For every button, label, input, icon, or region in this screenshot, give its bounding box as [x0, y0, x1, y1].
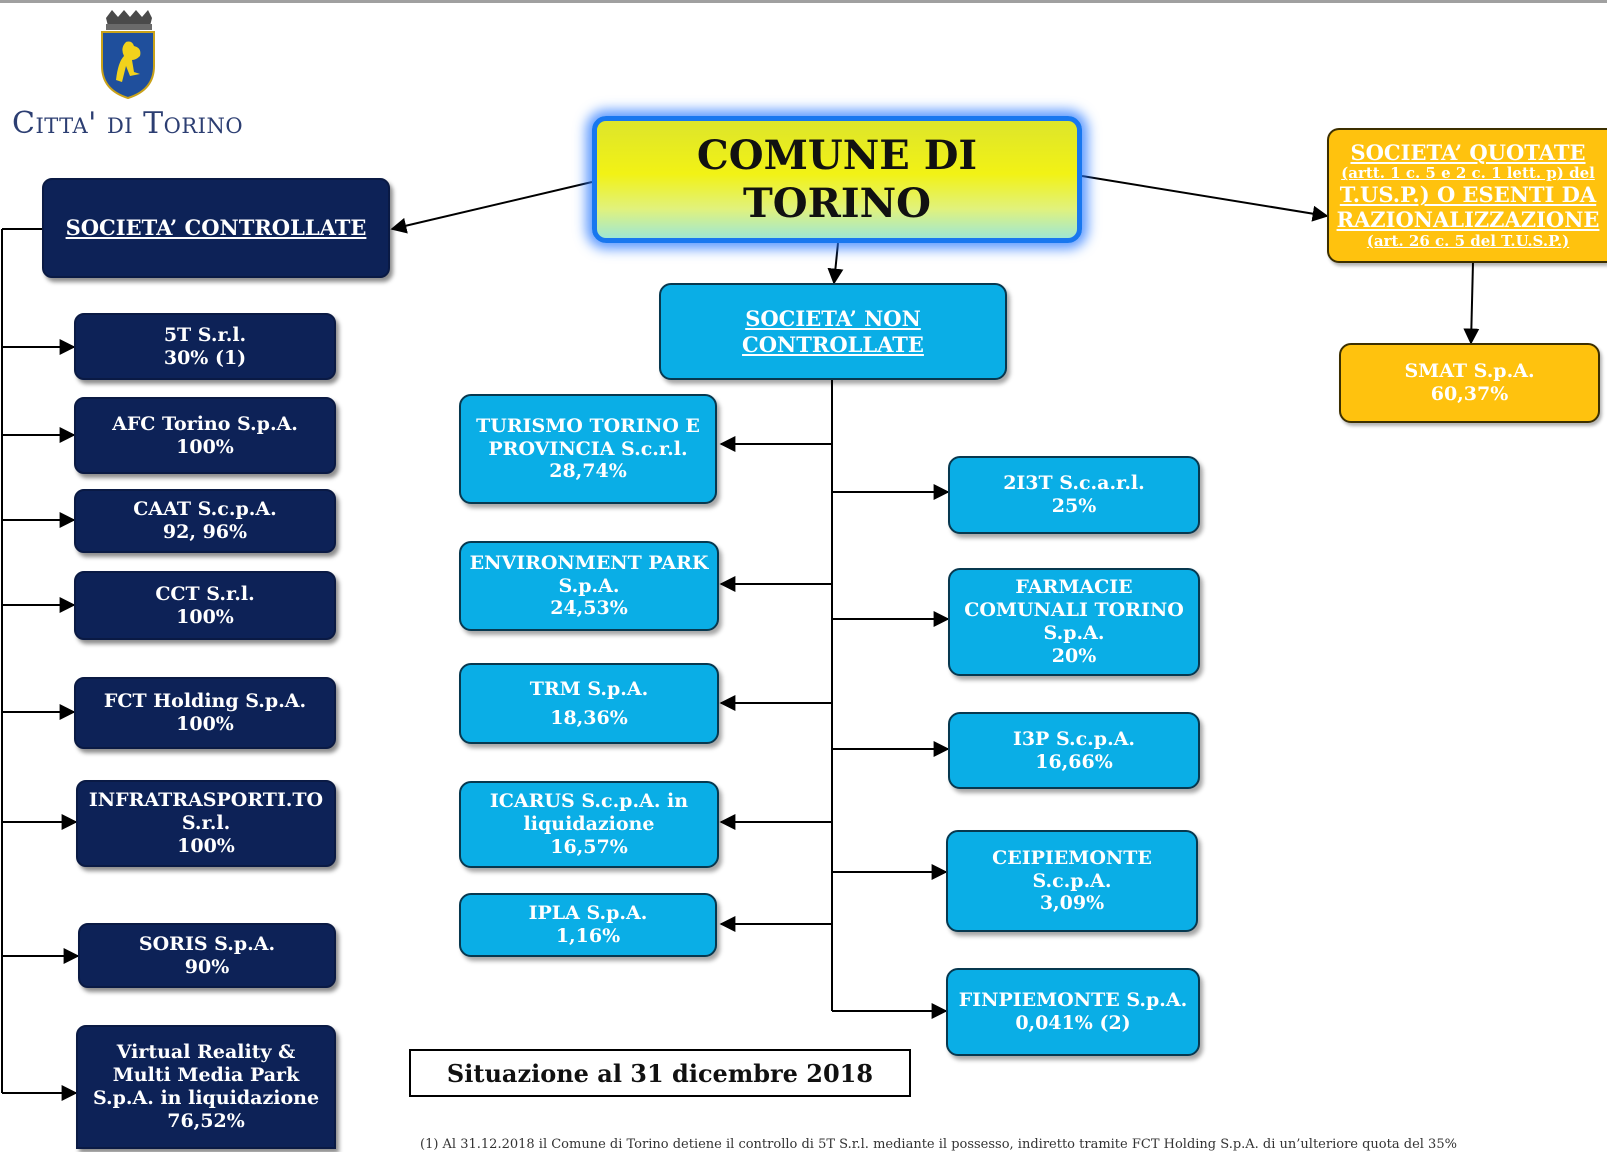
- controllate-item: FCT Holding S.p.A. 100%: [74, 677, 336, 749]
- company-share: 28,74%: [549, 460, 627, 483]
- company-name: TURISMO TORINO E PROVINCIA S.c.r.l.: [476, 414, 700, 460]
- quotate-title-line1: SOCIETA’ QUOTATE: [1350, 139, 1586, 165]
- non-controllate-title-line1: SOCIETA’ NON: [745, 306, 921, 332]
- company-share: 25%: [1051, 495, 1097, 517]
- company-share: 16,57%: [550, 835, 628, 858]
- company-name: TRM S.p.A.: [529, 677, 649, 700]
- company-share: 3,09%: [1039, 892, 1105, 915]
- company-share: 100%: [177, 834, 235, 857]
- controllate-title: SOCIETA’ CONTROLLATE: [65, 215, 367, 241]
- footnote-text: (1) Al 31.12.2018 il Comune di Torino de…: [420, 1137, 1457, 1152]
- controllate-item: CCT S.r.l. 100%: [74, 571, 336, 640]
- company-name: CAAT S.c.p.A.: [133, 498, 277, 521]
- company-name: ICARUS S.c.p.A. in liquidazione: [489, 790, 689, 836]
- company-name: ENVIRONMENT PARK S.p.A.: [469, 551, 709, 597]
- company-share: 90%: [184, 955, 230, 978]
- quotate-title-line5: (art. 26 c. 5 del T.U.S.P.): [1366, 231, 1570, 250]
- city-name-logo-text: Citta' di Torino: [12, 106, 244, 141]
- main-title-line2: TORINO: [743, 179, 931, 227]
- non-controllate-item: FARMACIE COMUNALI TORINO S.p.A. 20%: [948, 568, 1200, 676]
- quotate-title-line4: RAZIONALIZZAZIONE: [1336, 206, 1600, 232]
- non-controllate-title-line2: CONTROLLATE: [742, 331, 924, 357]
- non-controllate-item: TURISMO TORINO E PROVINCIA S.c.r.l. 28,7…: [459, 394, 717, 504]
- company-name: SORIS S.p.A.: [138, 932, 276, 955]
- company-name: INFRATRASPORTI.TO S.r.l.: [88, 789, 324, 835]
- company-name: IPLA S.p.A.: [528, 902, 648, 925]
- company-name: I3P S.c.p.A.: [1012, 727, 1136, 750]
- quotate-item: SMAT S.p.A. 60,37%: [1339, 343, 1600, 423]
- company-share: 24,53%: [550, 597, 628, 620]
- top-border-line: [0, 0, 1607, 3]
- company-share: 100%: [176, 605, 234, 628]
- status-date-label: Situazione al 31 dicembre 2018: [409, 1049, 911, 1097]
- company-share: 20%: [1051, 644, 1097, 667]
- company-name: CCT S.r.l.: [155, 582, 255, 605]
- company-name: 2I3T S.c.a.r.l.: [1003, 472, 1145, 495]
- company-share: 18,36%: [550, 706, 628, 729]
- non-controllate-item: 2I3T S.c.a.r.l. 25%: [948, 456, 1200, 534]
- company-name: FARMACIE COMUNALI TORINO S.p.A.: [964, 576, 1184, 644]
- coat-of-arms-icon: [101, 10, 155, 100]
- controllate-item: AFC Torino S.p.A. 100%: [74, 397, 336, 474]
- company-name: Virtual Reality & Multi Media Park S.p.A…: [92, 1041, 320, 1109]
- company-share: 16,66%: [1035, 750, 1113, 773]
- non-controllate-item: ENVIRONMENT PARK S.p.A. 24,53%: [459, 541, 719, 631]
- non-controllate-item: ICARUS S.c.p.A. in liquidazione 16,57%: [459, 781, 719, 868]
- controllate-item: SORIS S.p.A. 90%: [78, 923, 336, 988]
- non-controllate-header-node: SOCIETA’ NON CONTROLLATE: [659, 283, 1007, 380]
- non-controllate-item: FINPIEMONTE S.p.A. 0,041% (2): [946, 968, 1200, 1056]
- company-name: SMAT S.p.A.: [1404, 360, 1535, 383]
- company-share: 100%: [176, 435, 234, 458]
- main-title-line1: COMUNE DI: [696, 132, 978, 180]
- controllate-item: 5T S.r.l. 30% (1): [74, 313, 336, 380]
- company-share: 92, 96%: [162, 521, 248, 543]
- non-controllate-item: TRM S.p.A. 18,36%: [459, 663, 719, 744]
- controllate-header-node: SOCIETA’ CONTROLLATE: [42, 178, 390, 278]
- quotate-title-line3: T.US.P.) O ESENTI DA: [1339, 182, 1597, 208]
- quotate-title-line2: (artt. 1 c. 5 e 2 c. 1 lett. p) del: [1341, 164, 1595, 183]
- company-share: 1,16%: [555, 925, 621, 947]
- quotate-header-node: SOCIETA’ QUOTATE (artt. 1 c. 5 e 2 c. 1 …: [1327, 128, 1607, 263]
- company-name: FINPIEMONTE S.p.A.: [958, 989, 1188, 1012]
- company-share: 100%: [176, 713, 234, 735]
- non-controllate-item: CEIPIEMONTE S.c.p.A. 3,09%: [946, 830, 1198, 932]
- controllate-item: CAAT S.c.p.A. 92, 96%: [74, 489, 336, 553]
- company-share: 60,37%: [1430, 383, 1509, 405]
- company-share: 76,52%: [167, 1109, 245, 1132]
- non-controllate-item: IPLA S.p.A. 1,16%: [459, 893, 717, 957]
- company-name: 5T S.r.l.: [163, 323, 247, 346]
- company-share: 30% (1): [163, 346, 247, 369]
- company-name: FCT Holding S.p.A.: [103, 690, 307, 713]
- comune-di-torino-node: COMUNE DI TORINO: [592, 116, 1082, 243]
- non-controllate-item: I3P S.c.p.A. 16,66%: [948, 712, 1200, 789]
- controllate-item: INFRATRASPORTI.TO S.r.l. 100%: [76, 780, 336, 867]
- company-name: CEIPIEMONTE S.c.p.A.: [992, 846, 1152, 892]
- company-share: 0,041% (2): [1015, 1012, 1131, 1034]
- controllate-item: Virtual Reality & Multi Media Park S.p.A…: [76, 1025, 336, 1149]
- company-name: AFC Torino S.p.A.: [112, 412, 298, 435]
